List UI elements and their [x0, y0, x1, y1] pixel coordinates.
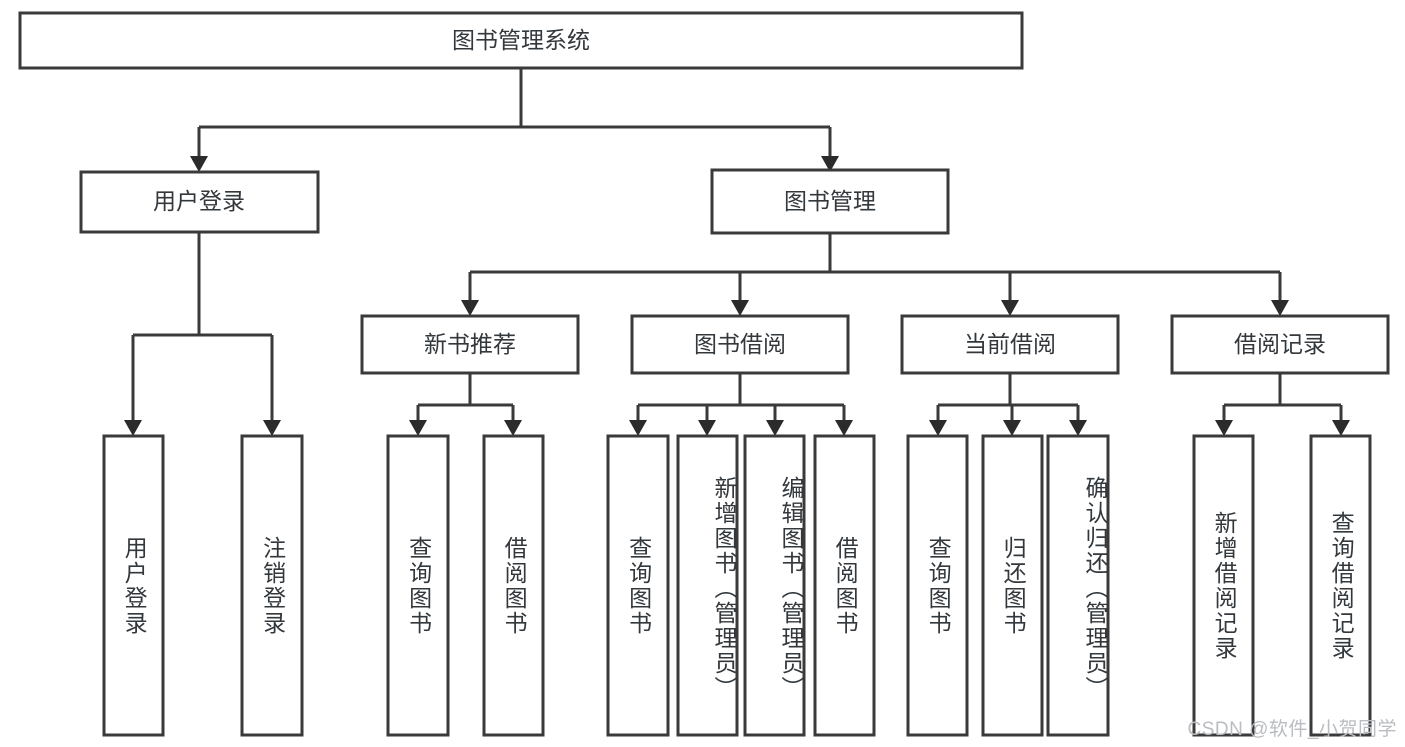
arrowhead-bb-add	[698, 420, 716, 436]
node-user-login[interactable]	[79, 170, 320, 234]
node-leaf-logout-label: 注销登录	[259, 535, 286, 636]
arrowhead-nb-query	[409, 420, 427, 436]
node-book-borrow-label: 图书借阅	[694, 331, 786, 357]
edge-group-current-borrow-to-leaves	[929, 373, 1087, 436]
node-leaf-nb-borrow-book[interactable]	[482, 434, 545, 737]
arrowhead-bb-borrow	[835, 420, 853, 436]
arrowhead-new-book	[461, 300, 479, 316]
arrowhead-br-add	[1215, 420, 1233, 436]
edge-group-new-book-to-leaves	[409, 373, 522, 436]
node-leaf-br-add-record-label: 新增借阅记录	[1211, 510, 1238, 661]
node-leaf-cb-query-book[interactable]	[906, 434, 969, 737]
arrowhead-leaf-logout	[263, 420, 281, 436]
node-leaf-user-login-label: 用户登录	[121, 535, 148, 636]
node-leaf-bb-query-book[interactable]	[606, 434, 670, 737]
node-leaf-bb-query-book-label: 查询图书	[625, 535, 652, 636]
node-leaf-bb-edit-book-label: 编辑图书（管理员）	[778, 476, 804, 701]
arrowhead-leaf-user-login	[124, 420, 142, 436]
node-leaf-nb-borrow-book-label: 借阅图书	[501, 535, 528, 636]
arrowhead-book-borrow	[731, 300, 749, 316]
node-leaf-bb-edit-book[interactable]	[743, 434, 806, 737]
arrowhead-br-query	[1332, 420, 1350, 436]
node-leaf-br-query-record-label: 查询借阅记录	[1328, 510, 1355, 661]
edge-group-book-borrow-to-leaves	[629, 373, 853, 436]
node-root[interactable]	[18, 11, 1024, 70]
node-user-login-label: 用户登录	[153, 188, 245, 214]
node-new-book-recommend[interactable]	[360, 314, 580, 375]
node-new-book-recommend-label: 新书推荐	[424, 331, 516, 357]
edge-group-user-login-to-leaves	[124, 232, 281, 436]
node-leaf-bb-borrow-book-label: 借阅图书	[832, 535, 859, 636]
edge-group-book-mgmt-to-level3	[461, 233, 1289, 316]
node-leaf-nb-query-book[interactable]	[386, 434, 450, 737]
arrowhead-bb-edit	[766, 420, 784, 436]
node-book-management[interactable]	[710, 168, 950, 235]
node-borrow-record-label: 借阅记录	[1234, 331, 1326, 357]
arrowhead-borrow-record	[1271, 300, 1289, 316]
node-leaf-cb-query-book-label: 查询图书	[925, 535, 952, 636]
node-leaf-user-login[interactable]	[102, 434, 165, 737]
arrowhead-cb-query	[929, 420, 947, 436]
node-leaf-br-query-record[interactable]	[1309, 434, 1372, 737]
node-current-borrow-label: 当前借阅	[964, 331, 1056, 357]
node-leaf-cb-confirm-return[interactable]	[1046, 434, 1110, 737]
arrowhead-cb-confirm	[1069, 420, 1087, 436]
node-leaf-logout[interactable]	[240, 434, 304, 737]
arrowhead-current-borrow	[1001, 300, 1019, 316]
node-borrow-record[interactable]	[1170, 314, 1390, 375]
arrowhead-cb-return	[1003, 420, 1021, 436]
node-leaf-cb-return-book[interactable]	[981, 434, 1044, 737]
node-leaf-nb-query-book-label: 查询图书	[405, 535, 432, 636]
node-leaf-cb-return-book-label: 归还图书	[1000, 535, 1027, 636]
edge-group-root-to-level2	[190, 68, 839, 172]
node-leaf-bb-add-book[interactable]	[676, 434, 739, 737]
node-leaf-bb-add-book-label: 新增图书（管理员）	[711, 476, 737, 701]
node-current-borrow[interactable]	[900, 314, 1120, 375]
arrowhead-user-login	[190, 156, 208, 172]
edge-group-borrow-record-to-leaves	[1215, 373, 1350, 436]
node-leaf-bb-borrow-book[interactable]	[813, 434, 876, 737]
arrowhead-bb-query	[629, 420, 647, 436]
node-book-borrow[interactable]	[630, 314, 850, 375]
node-root-label: 图书管理系统	[452, 27, 590, 53]
node-book-management-label: 图书管理	[784, 188, 876, 214]
node-leaf-br-add-record[interactable]	[1192, 434, 1255, 737]
node-leaf-cb-confirm-return-label: 确认归还（管理员）	[1082, 476, 1108, 701]
arrowhead-book-mgmt	[821, 156, 839, 172]
arrowhead-nb-borrow	[504, 420, 522, 436]
